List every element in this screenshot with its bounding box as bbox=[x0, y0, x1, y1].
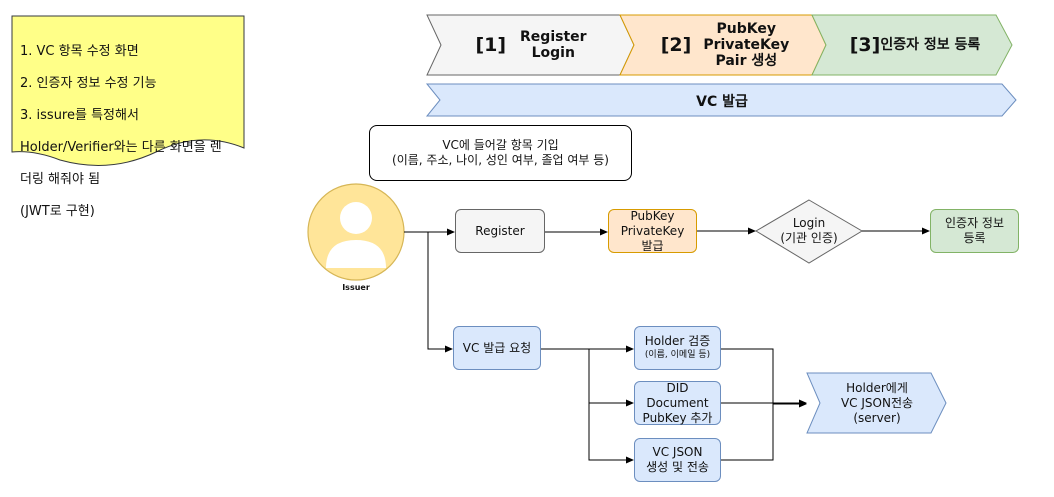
note-shape bbox=[11, 15, 245, 166]
holder-verify-title: Holder 검증 bbox=[644, 334, 711, 348]
holder-verify-sub: (이름, 이메일 등) bbox=[644, 350, 711, 360]
did-document-box: DID Document PubKey 추가 bbox=[634, 381, 721, 425]
auth-register-box: 인증자 정보 등록 bbox=[930, 209, 1019, 253]
step-2: [2] PubKey PrivateKey Pair 생성 bbox=[640, 15, 810, 75]
note-line: (JWT로 구현) bbox=[20, 204, 95, 219]
issuer-label: Issuer bbox=[342, 283, 370, 292]
vc-input-box: VC에 들어갈 항목 기입 (이름, 주소, 나이, 성인 여부, 졸업 여부 … bbox=[369, 125, 632, 181]
issuer-actor-icon bbox=[307, 183, 405, 281]
note-line: Holder/Verifier와는 다른 화면을 렌 bbox=[20, 140, 222, 155]
step-2-number: [2] bbox=[660, 34, 692, 56]
step-3-number: [3] bbox=[849, 34, 881, 56]
login-diamond bbox=[755, 199, 863, 264]
step-1-label: Register Login bbox=[520, 29, 587, 61]
pubkey-box: PubKey PrivateKey 발급 bbox=[608, 209, 697, 253]
note-line: 2. 인증자 정보 수정 기능 bbox=[20, 76, 157, 91]
send-shape bbox=[806, 372, 947, 434]
step-3-label: 인증자 정보 등록 bbox=[880, 37, 981, 53]
login-label: Login (기관 인증) bbox=[780, 216, 838, 245]
step-1: [1] Register Login bbox=[446, 15, 616, 75]
step-3-arrow bbox=[811, 14, 1013, 76]
note-line: 1. VC 항목 수정 화면 bbox=[20, 44, 139, 59]
note-text: 1. VC 항목 수정 화면 2. 인증자 정보 수정 기능 3. issure… bbox=[20, 28, 242, 236]
step-3: [3] 인증자 정보 등록 bbox=[830, 15, 1000, 75]
note-line: 더링 해줘야 됨 bbox=[20, 172, 101, 187]
step-1-number: [1] bbox=[475, 34, 507, 56]
step-2-label: PubKey PrivateKey Pair 생성 bbox=[703, 21, 790, 69]
vc-bar-label: VC 발급 bbox=[696, 94, 748, 110]
holder-verify-box: Holder 검증 (이름, 이메일 등) bbox=[634, 326, 721, 370]
vc-json-box: VC JSON 생성 및 전송 bbox=[634, 438, 721, 482]
vc-bar-shape bbox=[425, 83, 1017, 117]
vc-request-box: VC 발급 요청 bbox=[453, 326, 541, 370]
note-line: 3. issure를 특정해서 bbox=[20, 108, 139, 123]
register-box: Register bbox=[455, 209, 545, 253]
send-label: Holder에게 VC JSON전송 (server) bbox=[840, 380, 914, 425]
